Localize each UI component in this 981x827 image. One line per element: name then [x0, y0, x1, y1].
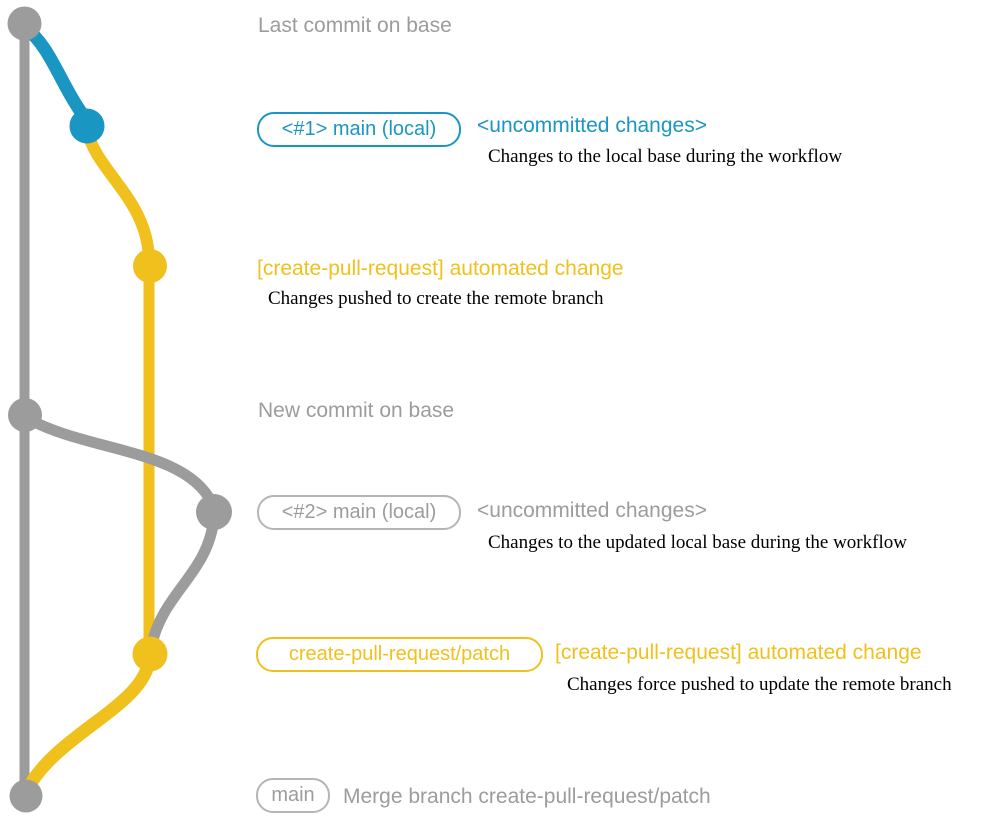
branch-badge-main-2-label: <#2> main (local)	[281, 501, 437, 523]
uncommitted-changes-1-label: <uncommitted changes>	[477, 114, 707, 137]
uncommitted-changes-2-label: <uncommitted changes>	[477, 499, 707, 522]
merge-commit-message: Merge branch create-pull-request/patch	[343, 785, 711, 808]
branch-badge-patch-label: create-pull-request/patch	[288, 643, 511, 665]
commit-new-base	[8, 398, 42, 432]
branch-badge-main-1: <#1> main (local)	[257, 112, 461, 147]
last-commit-label: Last commit on base	[258, 14, 452, 37]
remote-branch-create-curve	[81, 124, 155, 268]
merge-curve	[20, 653, 156, 797]
branch-badge-main-3: main	[256, 778, 330, 813]
branch-badge-main-1-label: <#1> main (local)	[281, 118, 437, 140]
local-change-1-curve	[18, 20, 92, 125]
new-commit-label: New commit on base	[258, 399, 455, 422]
commit-local-2	[196, 494, 232, 530]
uncommitted-changes-2-description: Changes to the updated local base during…	[488, 532, 907, 553]
automated-change-1-description: Changes pushed to create the remote bran…	[268, 288, 604, 309]
local-change-2-curve	[145, 512, 220, 654]
commit-last-base	[7, 6, 42, 41]
uncommitted-changes-1-description: Changes to the local base during the wor…	[488, 146, 843, 167]
automated-change-2-description: Changes force pushed to update the remot…	[567, 674, 952, 695]
branch-badge-main-3-label: main	[271, 784, 315, 806]
commit-local-1	[69, 108, 105, 144]
branch-badge-main-2: <#2> main (local)	[257, 495, 461, 530]
commit-merge	[9, 779, 43, 813]
commit-automated-2	[132, 636, 168, 672]
base-update-curve	[19, 411, 218, 509]
commit-automated-1	[133, 249, 167, 283]
branch-badge-patch: create-pull-request/patch	[256, 637, 543, 672]
automated-change-1-label: [create-pull-request] automated change	[257, 257, 624, 280]
automated-change-2-label: [create-pull-request] automated change	[555, 641, 922, 664]
